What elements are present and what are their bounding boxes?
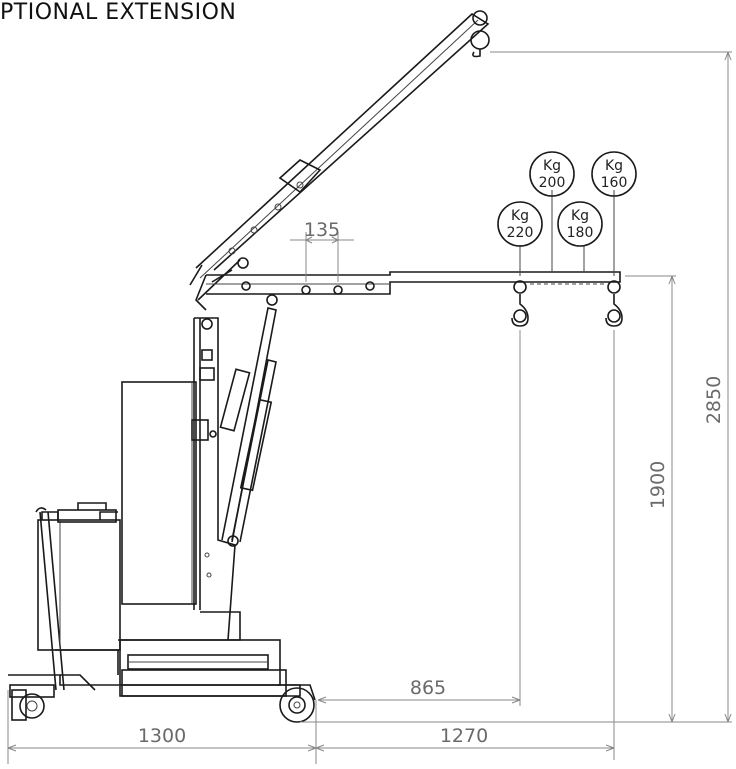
chassis bbox=[8, 381, 316, 723]
load-160-unit: Kg bbox=[605, 158, 623, 174]
front-wheel bbox=[19, 693, 45, 719]
load-180-unit: Kg bbox=[571, 208, 589, 224]
load-160-value: 160 bbox=[601, 175, 628, 191]
dim-extension-length: 1270 bbox=[440, 725, 488, 747]
dim-hook-height: 1900 bbox=[647, 461, 669, 509]
horizontal-extension bbox=[195, 271, 623, 327]
load-callouts: Kg 200 Kg 160 Kg 220 Kg 180 bbox=[497, 151, 637, 276]
load-220-value: 220 bbox=[507, 225, 534, 241]
battery-box bbox=[37, 519, 121, 651]
load-160-circle bbox=[591, 151, 637, 197]
load-200-value: 200 bbox=[539, 175, 566, 191]
dim-total-height: 2850 bbox=[703, 376, 725, 424]
dimension-lines: 135 2850 1900 865 1300 1270 bbox=[7, 51, 732, 764]
dim-reach-offset: 865 bbox=[410, 677, 446, 699]
load-200-circle bbox=[529, 151, 575, 197]
main-boom bbox=[189, 10, 490, 301]
load-200-unit: Kg bbox=[543, 158, 561, 174]
dim-hole-spacing: 135 bbox=[304, 219, 340, 241]
load-180-value: 180 bbox=[567, 225, 594, 241]
load-220-circle bbox=[497, 201, 543, 247]
dim-base-length: 1300 bbox=[138, 725, 186, 747]
load-180-circle bbox=[557, 201, 603, 247]
rear-wheel bbox=[279, 687, 315, 723]
control-box bbox=[121, 381, 197, 605]
load-220-unit: Kg bbox=[511, 208, 529, 224]
mast bbox=[191, 307, 277, 641]
drawing-title: PTIONAL EXTENSION bbox=[0, 0, 237, 25]
